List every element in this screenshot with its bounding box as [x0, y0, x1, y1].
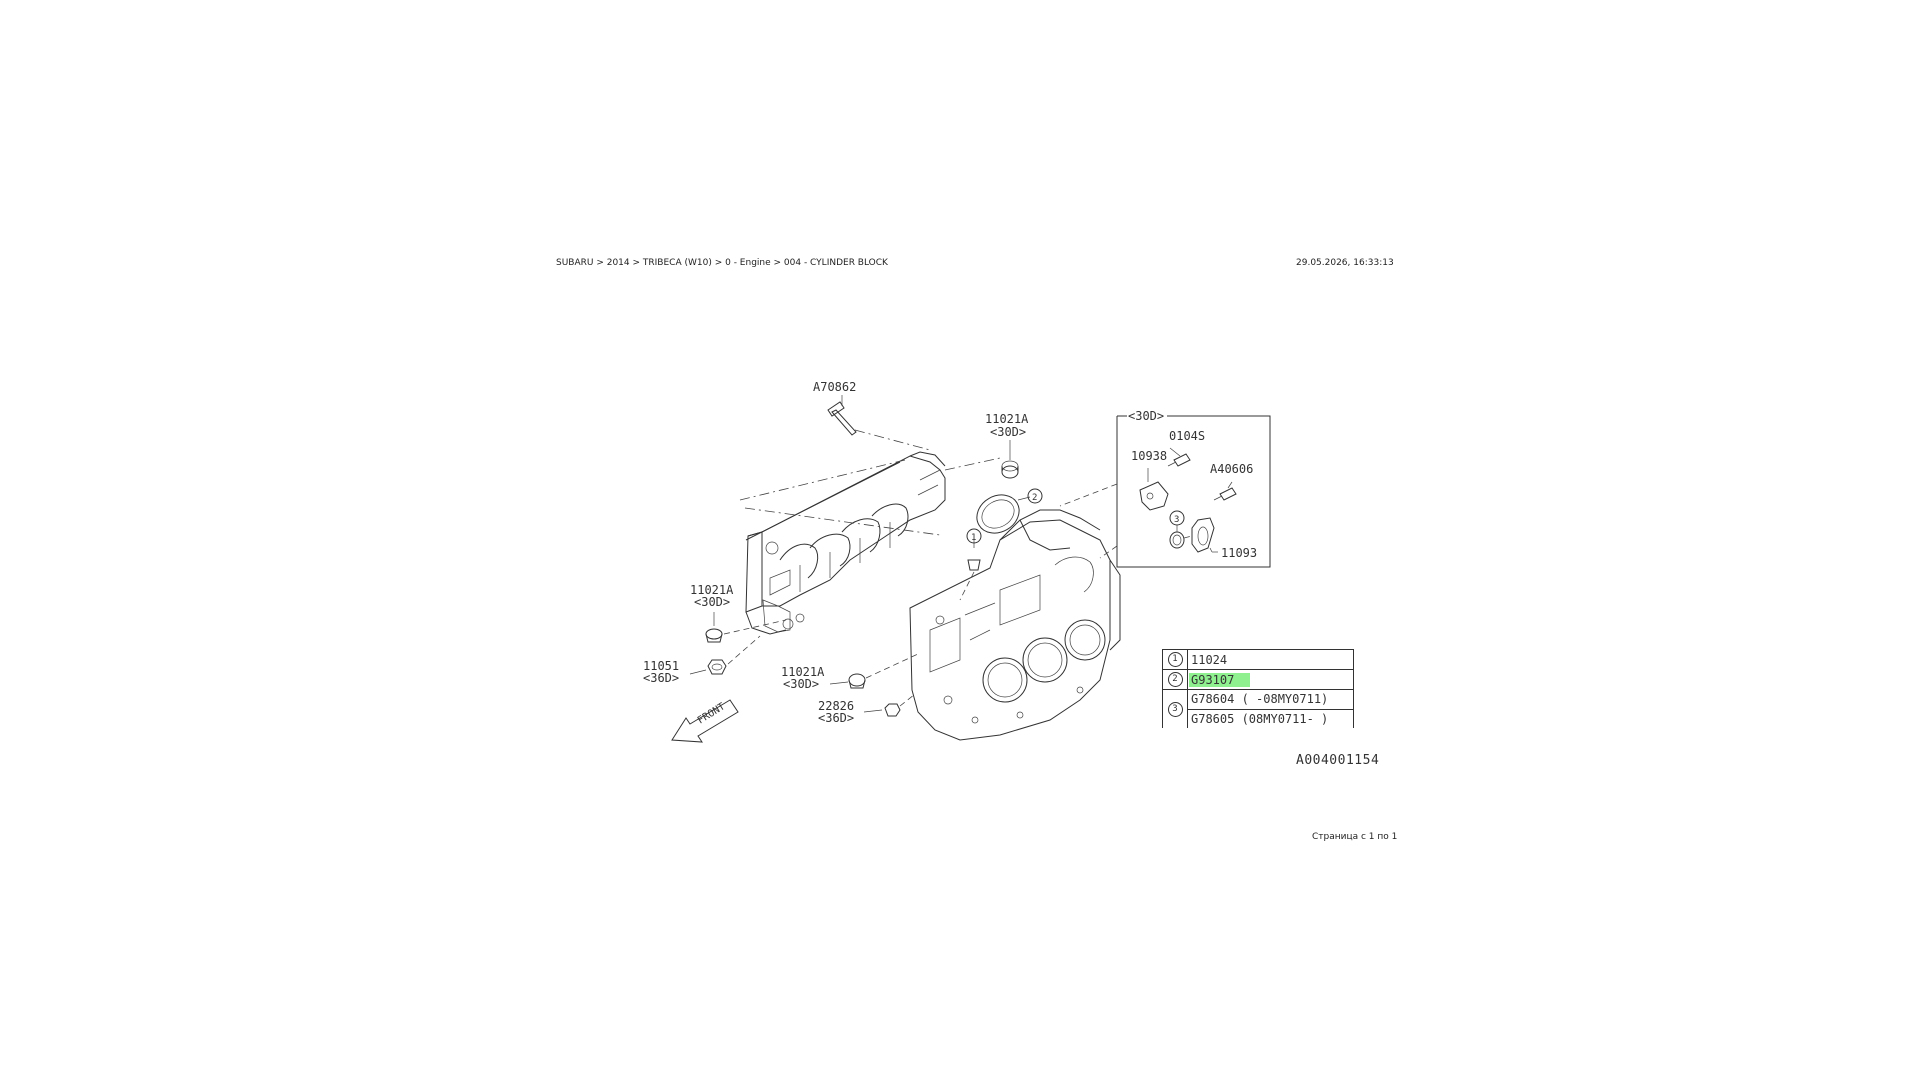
oil-jet [959, 540, 981, 601]
right-block-half [909, 509, 1121, 741]
legend-number: 2 [1167, 672, 1183, 687]
label-11021a-bottom: 11021A [781, 665, 825, 679]
legend-number: 3 [1167, 701, 1183, 717]
svg-text:3: 3 [1174, 515, 1179, 525]
label-box-note: <30D> [1128, 409, 1164, 423]
page-indicator: Страница с 1 по 1 [1312, 832, 1398, 842]
legend-part-number-highlighted[interactable]: G93107 [1189, 672, 1251, 687]
dowel-top [1001, 440, 1019, 479]
label-11021a-top: 11021A [985, 412, 1029, 426]
label-11051-note: <36D> [643, 671, 679, 685]
plug-22826 [863, 693, 916, 717]
label-11021a-left-note: <30D> [694, 595, 730, 609]
legend-part-number[interactable]: G78605 (08MY0711- ) [1188, 708, 1354, 728]
dowel-left [705, 612, 787, 643]
legend-row: 1 11024 [1162, 649, 1354, 669]
label-11051: 11051 [643, 659, 679, 673]
callout-3: 3 [1169, 510, 1185, 532]
inset-box [1059, 415, 1271, 568]
label-10938: 10938 [1131, 449, 1167, 463]
legend-part-number[interactable]: G78604 ( -08MY0711) [1188, 690, 1354, 709]
label-11093: 11093 [1221, 546, 1257, 560]
legend-group: 3 G78604 ( -08MY0711) G78605 (08MY0711- … [1162, 689, 1354, 728]
label-0104s: 0104S [1169, 429, 1205, 443]
label-a70862: A70862 [813, 380, 856, 394]
label-11021a-top-note: <30D> [990, 425, 1026, 439]
bolt-a70862 [827, 395, 857, 436]
svg-text:2: 2 [1032, 493, 1037, 503]
plug-11051 [689, 635, 761, 675]
legend-row: 2 G93107 [1162, 669, 1354, 689]
label-11021a-bottom-note: <30D> [783, 677, 819, 691]
front-label: FRONT [696, 701, 727, 726]
seal-ring [976, 494, 1031, 534]
legend-number: 1 [1167, 652, 1183, 667]
legend-part-number[interactable]: 11024 [1188, 650, 1354, 669]
left-block-half [745, 451, 946, 635]
label-a40606: A40606 [1210, 462, 1253, 476]
parts-legend-table: 1 11024 2 G93107 3 G78604 ( -08MY0711) G… [1162, 649, 1354, 728]
label-22826: 22826 [818, 699, 854, 713]
front-arrow-icon: FRONT [671, 699, 739, 743]
print-datetime: 29.05.2026, 16:33:13 [1296, 258, 1394, 268]
label-22826-note: <36D> [818, 711, 854, 725]
label-11021a-left: 11021A [690, 583, 734, 597]
svg-text:1: 1 [971, 533, 976, 543]
dowel-bottom [829, 653, 919, 689]
diagram-code: A004001154 [1296, 753, 1380, 768]
breadcrumb: SUBARU > 2014 > TRIBECA (W10) > 0 - Engi… [556, 258, 888, 268]
callout-2: 2 [1027, 488, 1043, 504]
callout-1: 1 [966, 528, 982, 544]
